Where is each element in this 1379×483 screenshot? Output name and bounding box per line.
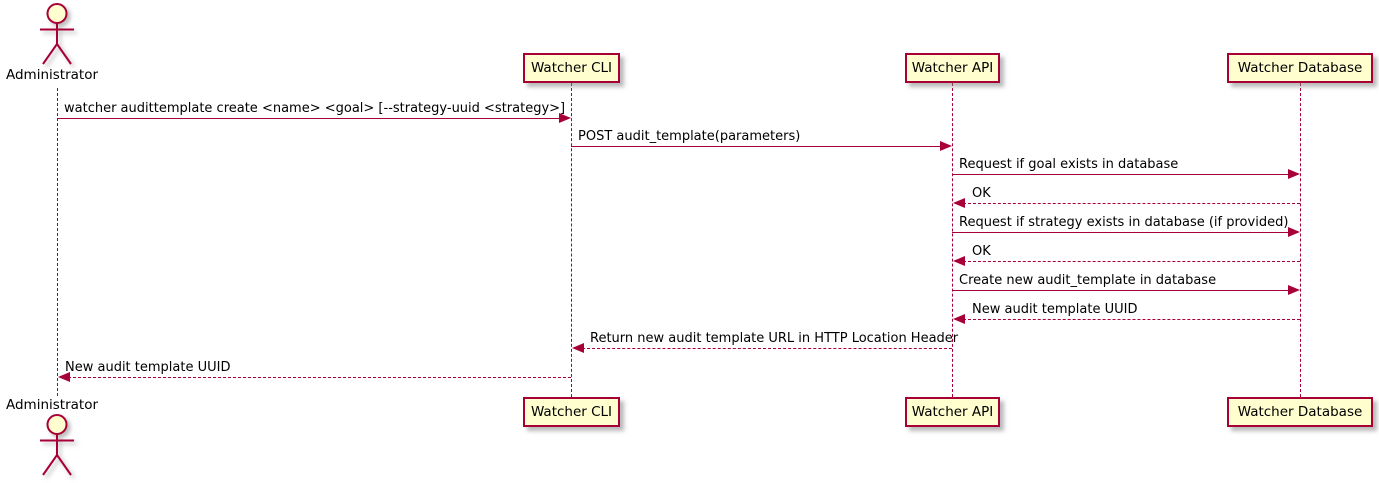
participant-watcher-api-top: Watcher API [905,53,1000,83]
message-label: POST audit_template(parameters) [578,129,801,144]
actor-label-administrator-top: Administrator [5,67,99,83]
arrowhead-icon [1288,285,1300,295]
actor-icon [40,3,74,65]
lifeline-watcher-database [1300,83,1301,397]
lifeline-watcher-cli [571,83,572,397]
actor-label-administrator-bottom: Administrator [5,397,99,413]
message-label: Create new audit_template in database [959,273,1217,288]
message-label: watcher audittemplate create <name> <goa… [64,101,566,116]
message-line [952,232,1289,233]
message-label: Request if strategy exists in database (… [959,215,1289,230]
arrowhead-icon [1288,169,1300,179]
message-line [57,118,560,119]
participant-watcher-database-top: Watcher Database [1227,53,1373,83]
arrowhead-icon [559,113,571,123]
message-line [952,290,1289,291]
message-line [952,174,1289,175]
arrowhead-icon [940,141,952,151]
arrowhead-icon [953,256,965,266]
actor-icon [40,414,74,476]
participant-watcher-database-bottom: Watcher Database [1227,397,1373,427]
lifeline-watcher-api [952,83,953,397]
participant-watcher-cli-top: Watcher CLI [523,53,620,83]
message-label: Return new audit template URL in HTTP Lo… [590,331,959,346]
arrowhead-icon [953,314,965,324]
message-label: New audit template UUID [972,302,1138,317]
arrowhead-icon [1288,227,1300,237]
message-label: OK [972,186,991,201]
message-line [963,319,1300,320]
message-line [963,203,1300,204]
participant-watcher-api-bottom: Watcher API [905,397,1000,427]
arrowhead-icon [953,198,965,208]
message-label: Request if goal exists in database [959,157,1179,172]
lifeline-administrator [57,88,58,396]
message-line [582,348,952,349]
message-line [963,261,1300,262]
arrowhead-icon [572,343,584,353]
message-line [68,377,571,378]
message-line [571,146,941,147]
participant-watcher-cli-bottom: Watcher CLI [523,397,620,427]
arrowhead-icon [58,372,70,382]
message-label: OK [972,244,991,259]
message-label: New audit template UUID [65,360,231,375]
